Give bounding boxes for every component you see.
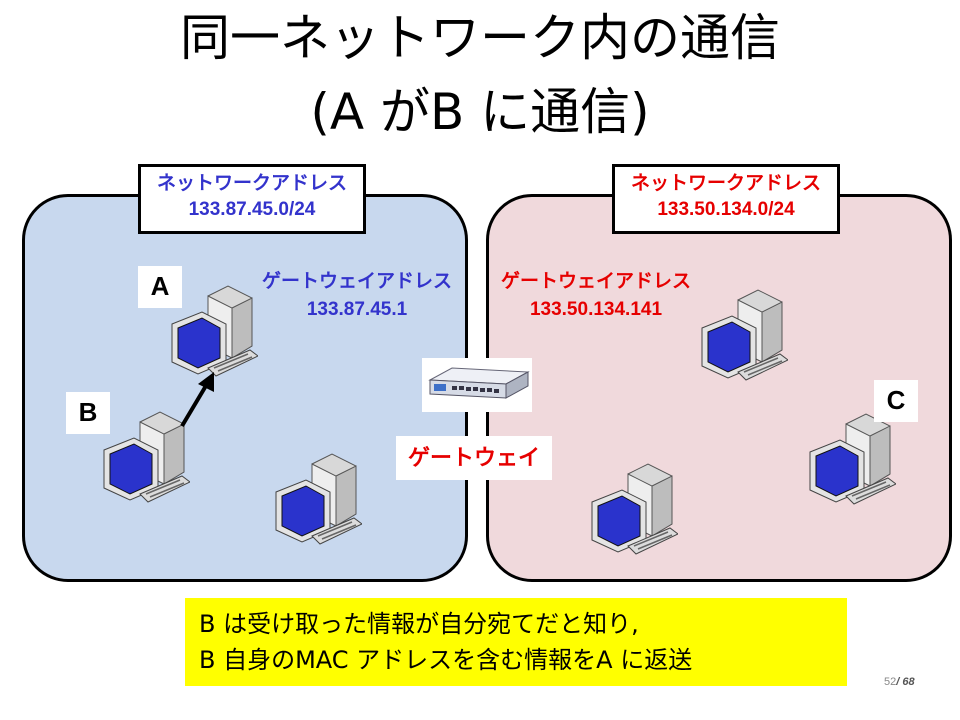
right-gateway-address-block: ゲートウェイアドレス 133.50.134.141 xyxy=(496,268,696,324)
right-network-address: 133.50.134.0/24 xyxy=(657,199,795,220)
computer-left-3-icon xyxy=(275,453,362,545)
left-gateway-label: ゲートウェイアドレス xyxy=(261,271,452,292)
computer-right-1-icon xyxy=(701,289,788,381)
left-gateway-address: 133.87.45.1 xyxy=(306,299,408,320)
host-c-label: C xyxy=(874,380,918,422)
gateway-switch-icon xyxy=(422,358,532,412)
right-gateway-address: 133.50.134.141 xyxy=(529,299,663,320)
right-gateway-label: ゲートウェイアドレス xyxy=(500,271,691,292)
computer-b-icon xyxy=(103,411,190,503)
left-network-address-label: ネットワークアドレス xyxy=(156,173,347,194)
left-network-area xyxy=(22,194,468,582)
note-line2: B 自身のMAC アドレスを含む情報をA に返送 xyxy=(199,646,693,674)
computer-right-3-icon xyxy=(591,463,678,555)
gateway-label: ゲートウェイ xyxy=(396,436,552,480)
page-current: 52 xyxy=(884,676,897,688)
computer-a-icon xyxy=(171,285,258,377)
slide-title-line2: (A がB に通信) xyxy=(310,83,650,141)
slide-title-line1: 同一ネットワーク内の通信 xyxy=(180,9,780,67)
right-network-address-label: ネットワークアドレス xyxy=(630,173,821,194)
right-network-address-box: ネットワークアドレス 133.50.134.0/24 xyxy=(612,164,840,234)
computer-c-icon xyxy=(809,413,896,505)
left-network-address: 133.87.45.0/24 xyxy=(188,199,316,220)
explanation-note: B は受け取った情報が自分宛てだと知り, B 自身のMAC アドレスを含む情報を… xyxy=(185,598,847,686)
left-network-address-box: ネットワークアドレス 133.87.45.0/24 xyxy=(138,164,366,234)
host-b-label: B xyxy=(66,392,110,434)
host-a-label: A xyxy=(138,266,182,308)
note-line1: B は受け取った情報が自分宛てだと知り, xyxy=(199,610,639,638)
page-total: / 68 xyxy=(896,676,915,688)
page-number: 52/ 68 xyxy=(884,676,915,688)
left-gateway-address-block: ゲートウェイアドレス 133.87.45.1 xyxy=(252,268,462,324)
